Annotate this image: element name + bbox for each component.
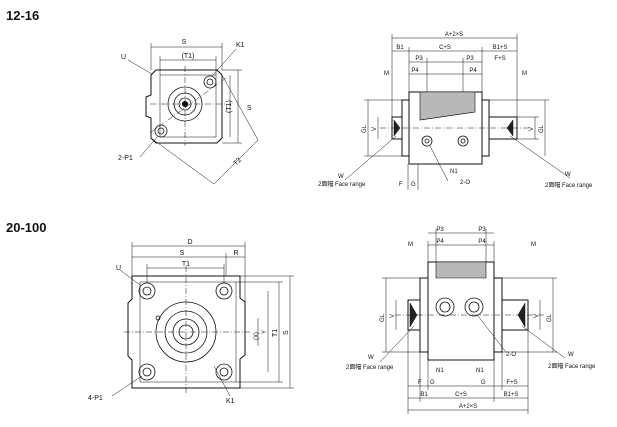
side-view-12-16 [344,34,571,190]
dim-fs-12: F+S [494,56,505,62]
dim-n1-left-20: N1 [436,368,444,374]
dim-p4-right-12: P4 [469,68,477,74]
dim-y: Y [262,330,268,334]
dim-n1-12: N1 [450,169,458,175]
dim-gl-right-12: GL [539,124,545,133]
dim-2-o-12: 2-O [460,180,470,186]
face-range-left-12: 2面幅 Face range [318,180,366,188]
label-u: U [121,54,126,61]
dim-s-right: S [247,105,252,112]
dim-v-right-12: V [529,127,535,131]
dim-p3-left-12: P3 [415,56,423,62]
dim-t1-20: T1 [182,261,190,268]
dim-2-o-20: 2-O [506,352,516,358]
dim-b1-20: B1 [420,392,428,398]
dim-f-12: F [399,182,403,188]
dim-g-right-20: G [481,380,486,386]
dim-s-right-20: S [283,330,290,335]
dim-b1-top: B1 [396,45,404,51]
dim-r: R [233,250,238,257]
dim-w-right-12: W [565,172,571,178]
dim-t1-right-20: T1 [272,329,279,337]
dim-gl-left-12: GL [362,124,368,133]
dim-a2s-top: A+2×S [445,32,463,38]
dim-a2s-20: A+2×S [459,404,477,410]
side-view-20-100 [379,229,566,414]
front-view-20-100 [111,242,294,397]
dim-b1s-20: B1+S [504,392,519,398]
dim-m-right-20: M [531,242,536,248]
label-2-p1: 2-P1 [118,155,133,162]
dim-m-left-12: M [384,71,389,77]
dim-d: D [187,239,192,246]
dim-p3-right-20: P3 [478,227,486,233]
dim-s-top: S [182,39,187,46]
label-k1-20: K1 [226,398,235,405]
dim-p3-right-12: P3 [466,56,474,62]
dim-t2: T2 [232,157,243,168]
dim-b1s-top: B1+S [493,45,508,51]
dim-fs-20: F+S [506,380,517,386]
dim-x: (X) [254,332,260,340]
dim-cs-top: C+S [439,45,451,51]
section-title-12-16: 12-16 [6,8,40,23]
dim-m-left-20: M [408,242,413,248]
dim-s-20: S [180,250,185,257]
dim-w-left-12: W [338,174,344,180]
dim-gl-left-20: GL [380,313,386,322]
dim-cs-20: C+S [455,392,467,398]
face-range-left-20: 2面幅 Face range [346,363,394,371]
dim-v-left-20: V [390,314,396,318]
dim-p4-right-20: P4 [478,239,486,245]
dim-p4-left-20: P4 [436,239,444,245]
dim-v-right-20: V [534,314,540,318]
dim-t1-right: (T1) [226,100,233,113]
label-k1: K1 [236,42,245,49]
dim-n1-right-20: N1 [476,368,484,374]
dim-f-20: F [418,380,422,386]
dim-w-right-20: W [568,352,574,358]
dim-p4-left-12: P4 [411,68,419,74]
face-range-right-20: 2面幅 Face range [548,362,596,370]
label-4-p1: 4-P1 [88,395,103,402]
dim-t1-top: (T1) [182,53,195,60]
section-title-20-100: 20-100 [6,220,47,235]
dim-m-right-12: M [522,71,527,77]
dim-p3-left-20: P3 [436,227,444,233]
front-view-12-16 [127,43,259,185]
dim-v-left-12: V [372,127,378,131]
dim-gl-right-20: GL [547,313,553,322]
dim-w-left-20: W [368,355,374,361]
label-u-20: U [116,265,121,272]
dim-g-12: G [411,182,416,188]
face-range-right-12: 2面幅 Face range [545,181,593,189]
dim-g-left-20: G [430,380,435,386]
